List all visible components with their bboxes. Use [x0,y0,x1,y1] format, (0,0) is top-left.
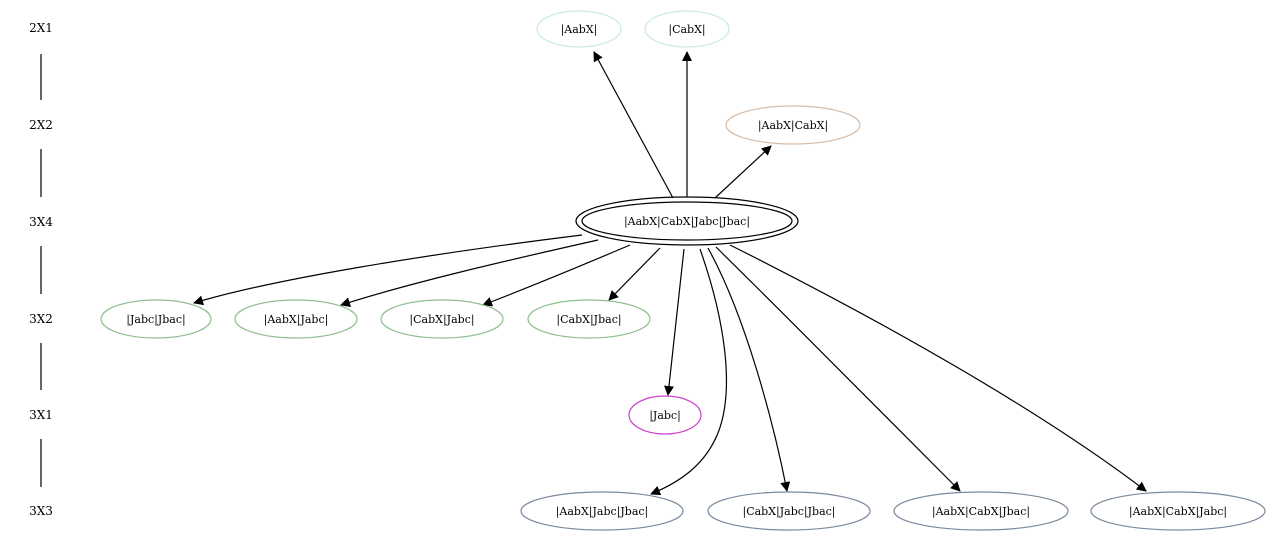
node-label: |CabX|Jabc| [409,313,474,327]
edge-root-to-aabx-jabc [340,239,599,308]
node-label: |CabX|Jbac| [556,313,621,327]
level-label-3x3: 3X3 [29,504,53,518]
node-jabc[interactable]: |Jabc| [628,395,702,435]
node-aabx-cabx-jabc[interactable]: |AabX|CabX|Jabc| [1090,491,1266,531]
node-label: |CabX|Jabc|Jbac| [742,505,835,519]
node-aabx[interactable]: |AabX| [536,10,622,48]
node-cabx-jabc-jbac[interactable]: |CabX|Jabc|Jbac| [707,491,871,531]
level-label-3x1: 3X1 [29,408,53,422]
edge-root-to-cabx-jbac [608,247,661,301]
node-label: |AabX|CabX|Jabc|Jbac| [624,215,750,229]
node-label: |AabX| [561,23,598,37]
edge-root-to-cabx-jabc [482,244,631,307]
node-aabx-jabc[interactable]: |AabX|Jabc| [234,299,358,339]
level-axis: 2X1 2X2 3X4 3X2 3X1 3X3 [29,21,53,518]
node-label: |AabX|CabX|Jbac| [932,505,1030,519]
node-label: |Jabc| [649,409,681,423]
edge-root-to-jabc-jbac [193,234,583,306]
edge-root-to-aabx-jabc-jbac [650,248,728,496]
level-label-3x2: 3X2 [29,312,53,326]
edge-root-to-aabx-cabx [714,145,772,199]
level-label-3x4: 3X4 [29,215,53,229]
node-cabx-jabc[interactable]: |CabX|Jabc| [380,299,504,339]
node-label: |CabX| [668,23,705,37]
node-label: |AabX|CabX| [758,119,828,133]
level-label-2x1: 2X1 [29,21,53,35]
node-aabx-cabx-jbac[interactable]: |AabX|CabX|Jbac| [893,491,1069,531]
node-jabc-jbac[interactable]: |Jabc|Jbac| [100,299,212,339]
node-root[interactable]: |AabX|CabX|Jabc|Jbac| [575,196,799,246]
edge-root-to-aabx-cabx-jbac [715,246,961,492]
edge-root-to-aabx-cabx-jabc [729,244,1147,492]
edges [193,51,1147,496]
node-cabx-jbac[interactable]: |CabX|Jbac| [527,299,651,339]
node-label: |AabX|CabX|Jabc| [1129,505,1227,519]
node-cabx[interactable]: |CabX| [644,10,730,48]
node-label: |AabX|Jabc| [264,313,329,327]
node-aabx-cabx[interactable]: |AabX|CabX| [725,105,861,145]
node-label: |AabX|Jabc|Jbac| [556,505,649,519]
node-label: |Jabc|Jbac| [126,313,185,327]
edge-root-to-cabx-jabc-jbac [707,247,791,492]
edge-root-to-jabc [664,248,685,396]
node-aabx-jabc-jbac[interactable]: |AabX|Jabc|Jbac| [520,491,684,531]
edge-root-to-aabx [593,51,674,199]
level-label-2x2: 2X2 [29,118,53,132]
